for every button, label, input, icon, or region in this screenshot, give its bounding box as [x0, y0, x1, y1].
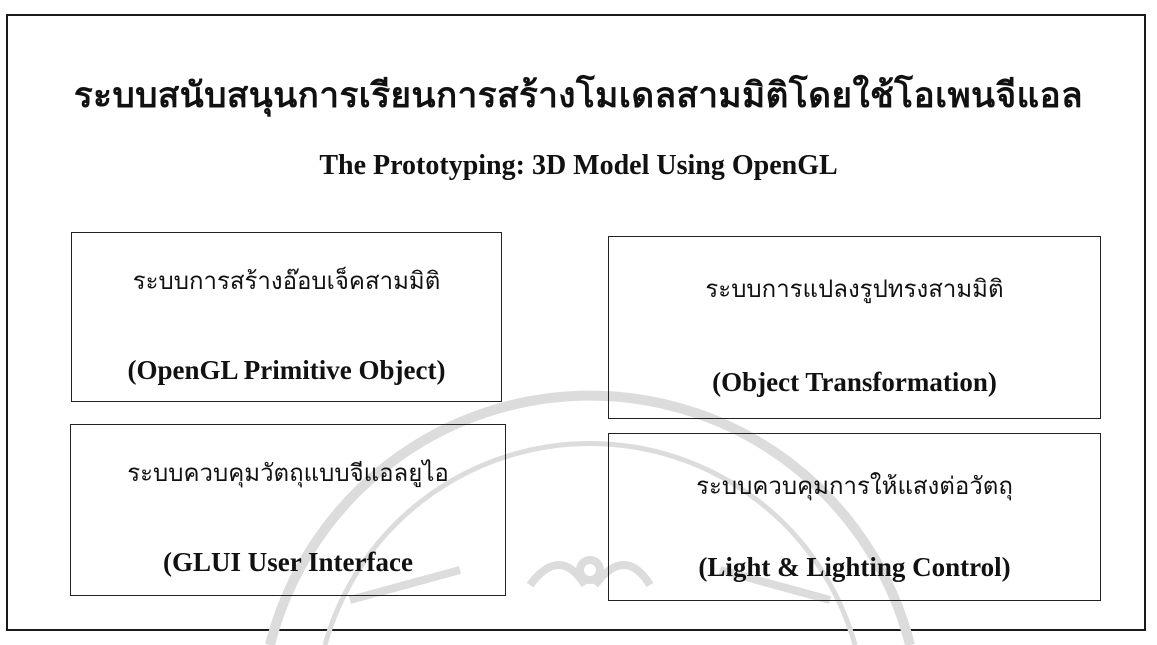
module-english-label: (GLUI User Interface — [163, 547, 413, 577]
module-thai-label: ระบบการสร้างอ๊อบเจ็คสามมิติ — [132, 267, 441, 295]
module-box-object-transformation: ระบบการแปลงรูปทรงสามมิติ (Object Transfo… — [608, 236, 1101, 419]
module-thai-label: ระบบควบคุมวัตถุแบบจีแอลยูไอ — [127, 459, 449, 487]
module-english-label: (Object Transformation) — [712, 367, 997, 397]
module-thai-label: ระบบการแปลงรูปทรงสามมิติ — [705, 275, 1004, 303]
module-box-primitive-object: ระบบการสร้างอ๊อบเจ็คสามมิติ (OpenGL Prim… — [71, 232, 502, 402]
english-title: The Prototyping: 3D Model Using OpenGL — [319, 150, 838, 181]
module-english-label: (OpenGL Primitive Object) — [127, 355, 446, 385]
thai-title: ระบบสนับสนุนการเรียนการสร้างโมเดลสามมิติ… — [73, 75, 1084, 116]
module-thai-label: ระบบควบคุมการให้แสงต่อวัตถุ — [696, 472, 1013, 500]
module-box-glui-user-interface: ระบบควบคุมวัตถุแบบจีแอลยูไอ (GLUI User I… — [70, 424, 506, 596]
module-box-lighting-control: ระบบควบคุมการให้แสงต่อวัตถุ (Light & Lig… — [608, 433, 1101, 601]
module-english-label: (Light & Lighting Control) — [698, 552, 1011, 582]
